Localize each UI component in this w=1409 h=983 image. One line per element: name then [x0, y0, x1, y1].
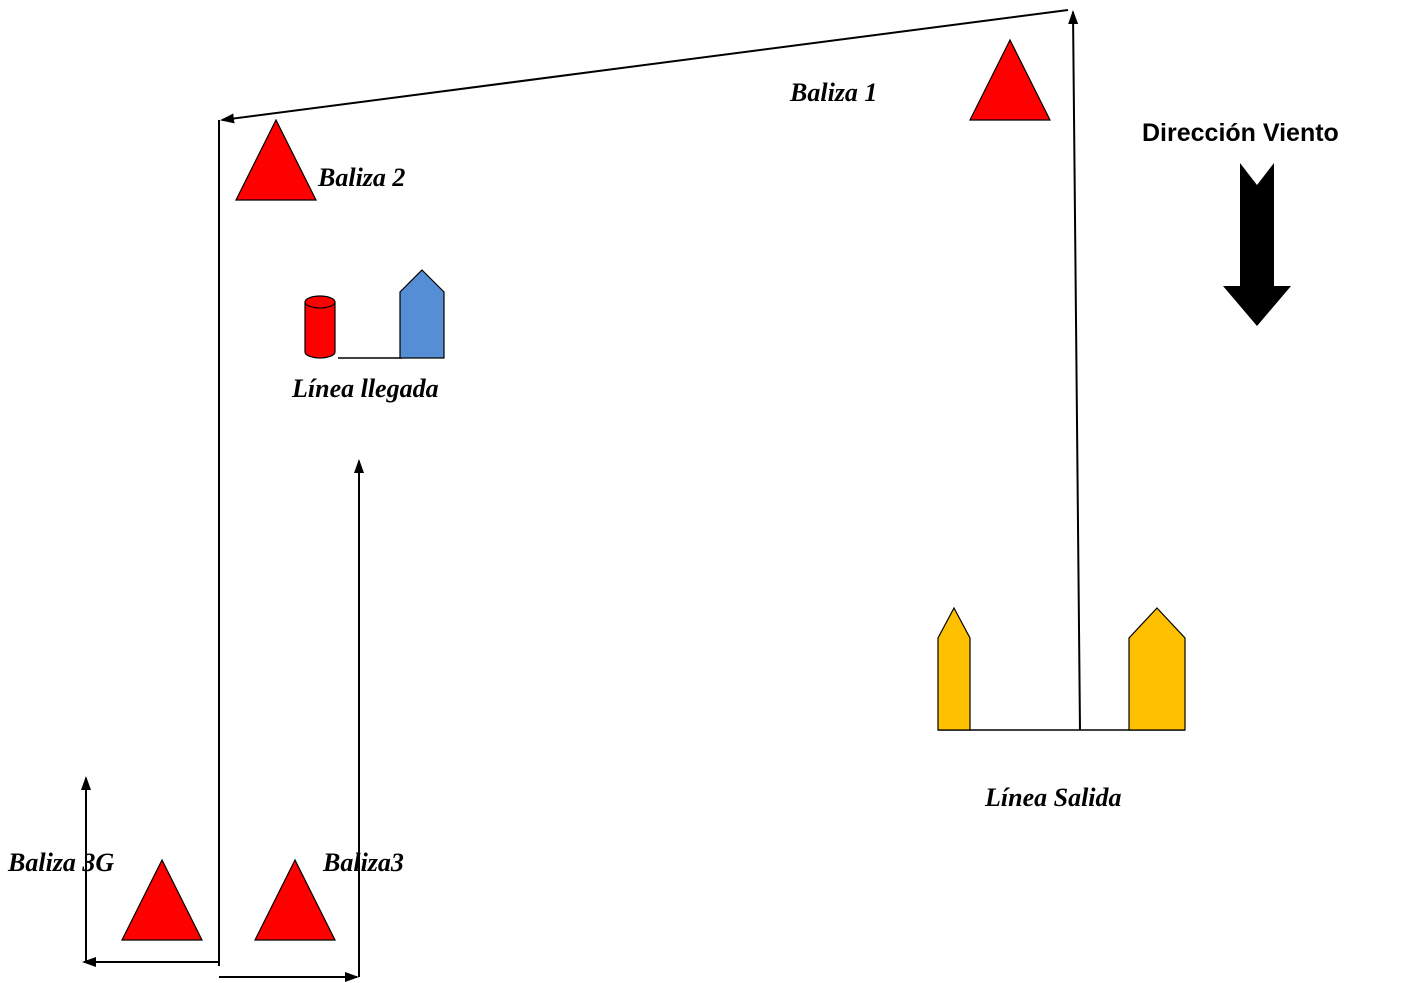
baliza2-mark-icon — [235, 118, 317, 201]
course-route — [81, 9, 1081, 982]
start-line — [937, 606, 1186, 731]
start-line-label: Línea Salida — [984, 783, 1122, 812]
baliza2-label: Baliza 2 — [317, 163, 405, 192]
finish-buoy-icon — [304, 295, 336, 359]
start-boat-right-icon — [1128, 607, 1186, 731]
finish-line — [304, 269, 445, 359]
baliza3-label: Baliza3 — [322, 848, 404, 877]
baliza3g-mark-icon — [121, 858, 203, 941]
wind-direction-label: Dirección Viento — [1142, 119, 1339, 147]
baliza1-mark-icon — [969, 38, 1051, 121]
finish-boat-icon — [399, 269, 445, 359]
start-boat-left-icon — [937, 606, 971, 731]
baliza1-label: Baliza 1 — [789, 78, 877, 107]
baliza3g-label: Baliza 3G — [7, 848, 114, 877]
leg-baliza1-to-baliza2 — [220, 9, 1069, 124]
finish-line-label: Línea llegada — [291, 374, 439, 403]
baliza3-mark-icon — [254, 858, 336, 941]
leg-start-to-baliza1 — [1068, 10, 1081, 731]
wind-down-arrow-icon — [1223, 163, 1291, 326]
